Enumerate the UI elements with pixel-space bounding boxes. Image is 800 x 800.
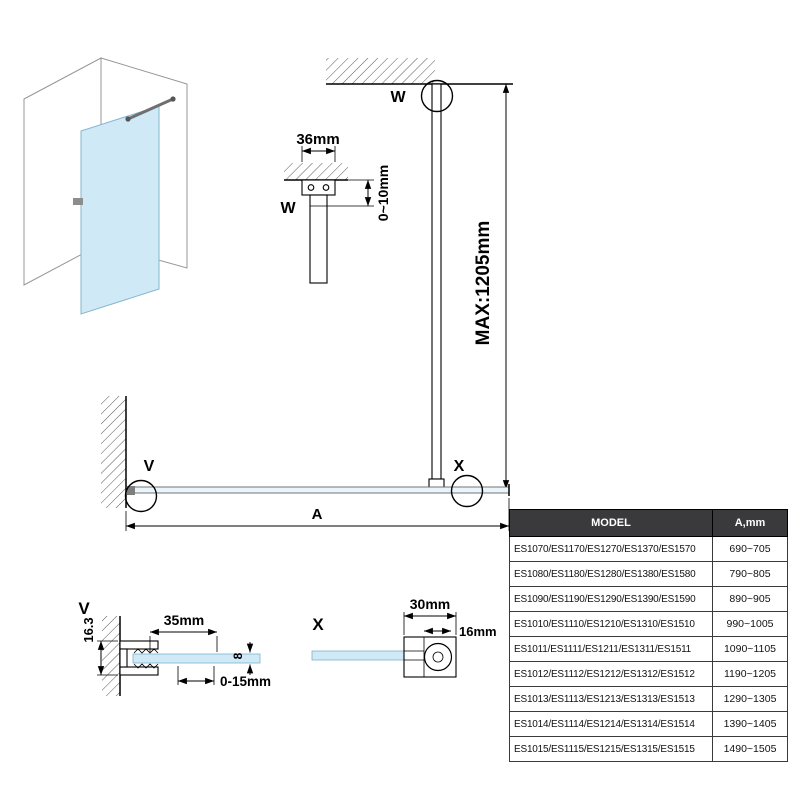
gasket-zigzag-top [133,648,159,654]
callout-circle-v [124,479,158,513]
glass-section [311,650,405,661]
a-cell: 790~805 [712,561,788,587]
dim-label-max: MAX:1205mm [473,221,494,346]
table-row: ES1070/ES1170/ES1270/ES1370/ES1570 690~7… [509,536,788,562]
dim-label-30mm: 30mm [410,596,450,612]
dim-label-16mm: 16mm [459,624,497,639]
table-row: ES1090/ES1190/ES1290/ES1390/ES1590 890~9… [509,586,788,612]
support-bar-elevation: W MAX:1205mm [326,58,513,491]
detail-x: X 30mm 16mm [311,596,497,678]
ceiling-hatch [284,163,348,180]
callout-circle-w [420,79,454,113]
model-cell: ES1011/ES1111/ES1211/ES1311/ES1511 [509,636,713,662]
callout-circle-x [450,474,484,508]
dim-label-8: 8 [231,652,245,659]
model-cell: ES1012/ES1112/ES1212/ES1312/ES1512 [509,661,713,687]
gasket-zigzag-bottom [133,663,159,669]
model-cell: ES1015/ES1115/ES1215/ES1315/ES1515 [509,736,713,762]
support-bar [431,83,442,480]
callout-label-w: W [390,89,406,106]
bar-glass-mount [125,116,131,122]
table-row: ES1013/ES1113/ES1213/ES1313/ES1513 1290~… [509,686,788,712]
model-cell: ES1013/ES1113/ES1213/ES1313/ES1513 [509,686,713,712]
table-row: ES1080/ES1180/ES1280/ES1380/ES1580 790~8… [509,561,788,587]
wall-profile-plan [127,486,135,495]
bar-bore [432,651,444,663]
a-cell: 1190~1205 [712,661,788,687]
table-header-a: A,mm [712,509,788,537]
a-cell: 1390~1405 [712,711,788,737]
a-cell: 1090~1105 [712,636,788,662]
wall-profile-mark [73,198,83,205]
model-cell: ES1070/ES1170/ES1270/ES1370/ES1570 [509,536,713,562]
table-row: ES1014/ES1114/ES1214/ES1314/ES1514 1390~… [509,711,788,737]
table-row: ES1011/ES1111/ES1211/ES1311/ES1511 1090~… [509,636,788,662]
dim-label-16-3: 16.3 [81,617,96,642]
table-header-row: MODEL A,mm [509,509,788,537]
detail-v-label: V [78,599,90,618]
callout-label-x: X [454,458,465,475]
profile-bottom-flange [119,666,159,676]
detail-w-label: W [280,200,296,217]
model-cell: ES1080/ES1180/ES1280/ES1380/ES1580 [509,561,713,587]
callout-label-v: V [144,458,155,475]
isometric-panel-sketch [23,57,188,315]
detail-v: V 16.3 35mm 0-15mm 8 [78,599,271,696]
screw-icon [307,184,315,191]
bar-cross-section [423,642,453,672]
ceiling-hatch [326,58,435,84]
profile-back-web [119,648,128,668]
a-cell: 990~1005 [712,611,788,637]
table-row: ES1015/ES1115/ES1215/ES1315/ES1515 1490~… [509,736,788,762]
a-cell: 1490~1505 [712,736,788,762]
table-row: ES1010/ES1110/ES1210/ES1310/ES1510 990~1… [509,611,788,637]
detail-w: 36mm W 0~10mm [280,131,391,284]
bar-top-section [309,194,328,284]
plan-view: V X A [101,396,510,531]
table-row: ES1012/ES1112/ES1212/ES1312/ES1512 1190~… [509,661,788,687]
detail-x-label: X [312,615,324,634]
glass-section [132,653,261,664]
bracket-plate [301,179,336,196]
a-cell: 890~905 [712,586,788,612]
wall-hatch [102,616,120,696]
table-header-model: MODEL [509,509,713,537]
support-bar-sketch [127,97,174,121]
dim-label-0-10mm: 0~10mm [375,165,391,221]
spec-table: MODEL A,mm ES1070/ES1170/ES1270/ES1370/E… [509,509,788,762]
a-cell: 690~705 [712,536,788,562]
model-cell: ES1010/ES1110/ES1210/ES1310/ES1510 [509,611,713,637]
profile-top-flange [119,640,159,650]
bar-wall-mount [170,96,176,102]
glass-panel [80,105,160,315]
model-cell: ES1014/ES1114/ES1214/ES1314/ES1514 [509,711,713,737]
a-cell: 1290~1305 [712,686,788,712]
dim-label-a: A [312,506,323,523]
screw-icon [322,184,330,191]
model-cell: ES1090/ES1190/ES1290/ES1390/ES1590 [509,586,713,612]
dim-label-36mm: 36mm [296,131,339,148]
dim-label-35mm: 35mm [164,612,204,628]
dim-label-0-15mm: 0-15mm [220,674,271,689]
wall-hatch [101,396,126,508]
